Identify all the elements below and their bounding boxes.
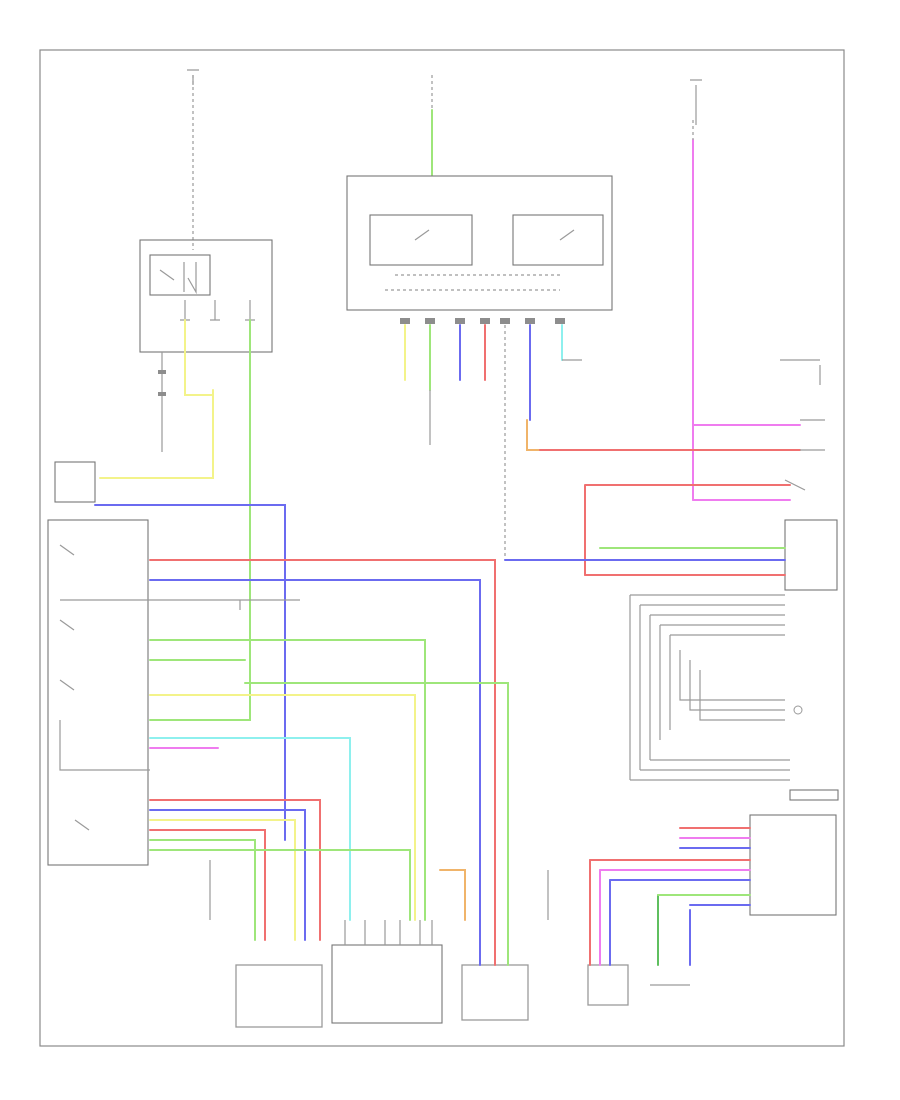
bottom-modules [235, 859, 691, 1028]
center-relay-block [346, 75, 613, 324]
left-switch-block [47, 319, 300, 866]
diagram-frame [39, 49, 845, 1047]
left-fuse-relay-block [139, 69, 273, 452]
relay-output-wires [404, 324, 825, 560]
right-fuse-feed [690, 79, 702, 501]
right-relay-stack [504, 484, 839, 801]
main-harness [149, 559, 549, 941]
right-bottom-module [589, 814, 837, 916]
